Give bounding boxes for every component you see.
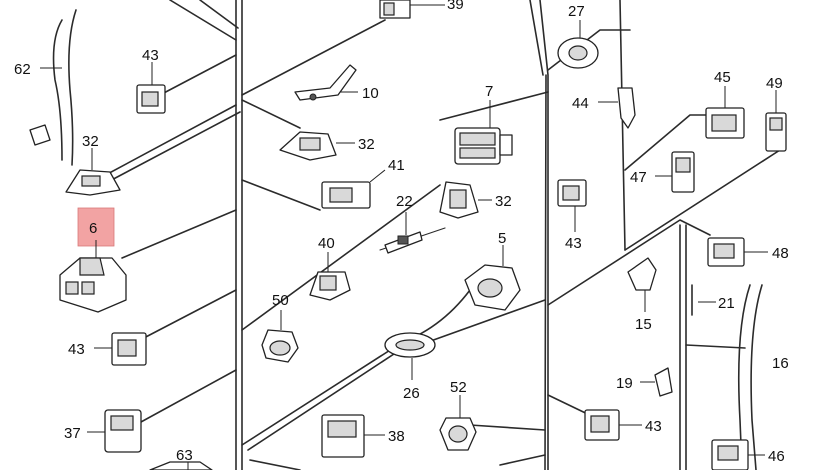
sensor-50	[261, 310, 299, 363]
grommet-27	[557, 20, 599, 69]
clip-62	[29, 67, 62, 146]
callout-19: 19	[616, 375, 633, 392]
callout-27: 27	[568, 3, 585, 20]
clip-44	[598, 87, 636, 129]
callout-47: 47	[630, 169, 647, 186]
callout-5: 5	[498, 230, 506, 247]
connector-43-left-mid	[94, 332, 147, 366]
grommet-26	[384, 332, 436, 380]
callout-32-center: 32	[358, 136, 375, 153]
callout-52: 52	[450, 379, 467, 396]
callout-46: 46	[768, 448, 785, 465]
connector-38	[321, 414, 385, 458]
callout-62: 62	[14, 61, 31, 78]
callout-43-lower-right: 43	[645, 418, 662, 435]
callout-39: 39	[447, 0, 464, 13]
callout-37: 37	[64, 425, 81, 442]
connector-48	[707, 237, 768, 267]
callout-6: 6	[89, 220, 97, 237]
clip-22	[384, 212, 423, 254]
connector-43-lower-right	[584, 409, 642, 441]
connector-39	[379, 0, 445, 19]
connector-49	[765, 90, 787, 152]
callout-32-right: 32	[495, 193, 512, 210]
connector-5	[464, 245, 521, 311]
callout-38: 38	[388, 428, 405, 445]
clip-32-right	[439, 181, 492, 219]
connector-37	[87, 409, 142, 453]
callout-15: 15	[635, 316, 652, 333]
callout-63: 63	[176, 447, 193, 464]
part-63	[149, 461, 213, 470]
connector-6	[59, 240, 127, 313]
callout-50: 50	[272, 292, 289, 309]
connector-7	[454, 100, 513, 165]
callout-43-top: 43	[142, 47, 159, 64]
callout-43-right-mid: 43	[565, 235, 582, 252]
callout-7: 7	[485, 83, 493, 100]
bracket-15	[627, 257, 657, 312]
callout-6-highlight	[77, 207, 115, 247]
clip-32-left	[65, 148, 121, 196]
clip-32-center	[279, 131, 355, 161]
callout-10: 10	[362, 85, 379, 102]
callout-26: 26	[403, 385, 420, 402]
callout-21: 21	[718, 295, 735, 312]
callout-22: 22	[396, 193, 413, 210]
callout-43-left-mid: 43	[68, 341, 85, 358]
connector-43-right-mid	[557, 179, 587, 232]
callout-labels: 39 27 62 43 10 7 45 49 44 32 32 41 22 32…	[14, 0, 789, 465]
clip-40	[309, 252, 351, 301]
clip-21	[691, 284, 716, 316]
clip-19	[640, 367, 673, 397]
callout-16: 16	[772, 355, 789, 372]
callout-32-left: 32	[82, 133, 99, 150]
callout-44: 44	[572, 95, 589, 112]
connector-41	[321, 169, 386, 209]
clip-10	[294, 64, 358, 101]
connector-46	[711, 439, 765, 470]
harness-wires	[52, 0, 781, 470]
callout-45: 45	[714, 69, 731, 86]
callout-41: 41	[388, 157, 405, 174]
connector-43-top	[136, 62, 166, 114]
connector-47	[655, 151, 695, 193]
callout-49: 49	[766, 75, 783, 92]
connector-45	[705, 86, 745, 139]
sensor-52	[439, 395, 477, 451]
callout-40: 40	[318, 235, 335, 252]
callout-48: 48	[772, 245, 789, 262]
